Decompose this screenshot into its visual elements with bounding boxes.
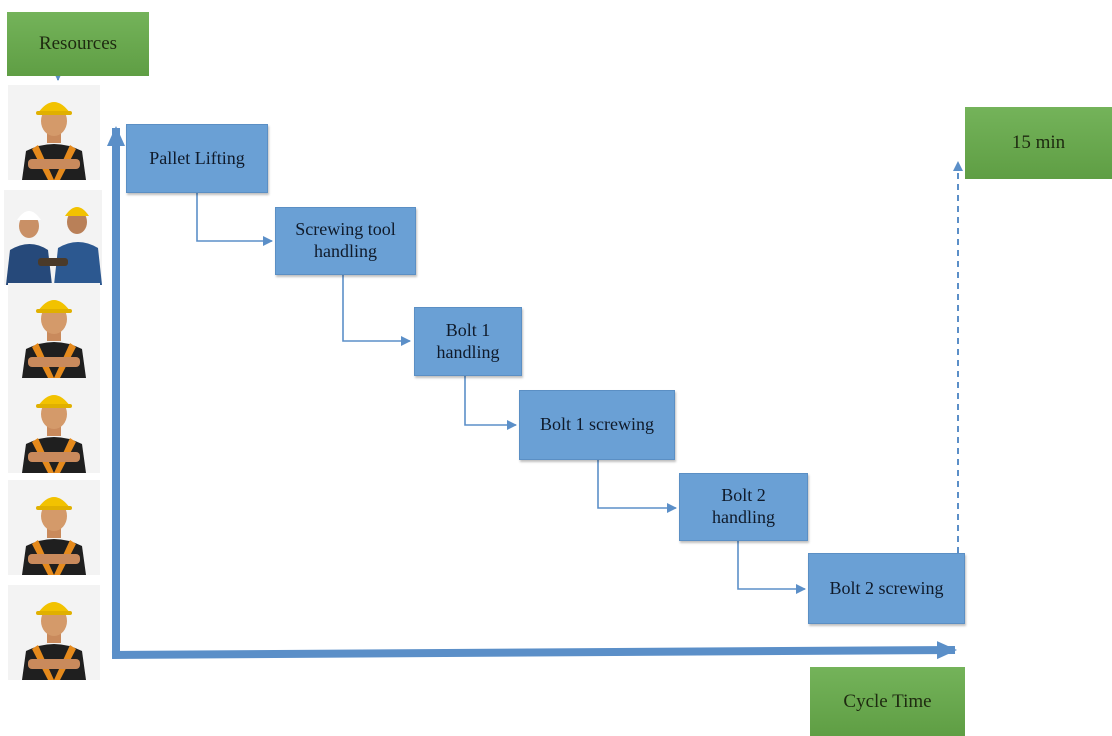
time-label: 15 min: [965, 107, 1112, 179]
step-bolt-1-screwing: Bolt 1 screwing: [519, 390, 675, 460]
step-label-line-1: Screwing tool: [295, 219, 396, 240]
worker-icon: [8, 480, 100, 575]
x-axis-label: Cycle Time: [810, 667, 965, 736]
step-label-line-2: handling: [712, 507, 775, 527]
step-bolt-2-screwing: Bolt 2 screwing: [808, 553, 965, 624]
step-label-line-2: handling: [436, 341, 500, 362]
worker-icon: [8, 85, 100, 180]
connector-4: [597, 460, 677, 513]
step-label-line-1: Bolt 1: [445, 319, 491, 340]
step-label: Bolt 2 screwing: [829, 577, 944, 598]
resources-label: Resources: [7, 12, 149, 76]
connector-5: [737, 541, 806, 594]
worker-icon: [8, 378, 100, 473]
connector-1: [196, 193, 273, 246]
connector-3: [464, 376, 517, 430]
step-bolt-1-handling: Bolt 1 handling: [414, 307, 522, 376]
x-axis: [111, 641, 957, 660]
step-label: Bolt 1 screwing: [540, 414, 654, 435]
connector-2: [342, 275, 411, 346]
step-bolt-2-handling: Bolt 2 handling: [679, 473, 808, 541]
step-label-line-1: Bolt 2: [721, 485, 766, 506]
step-label: Pallet Lifting: [149, 147, 245, 168]
step-pallet-lifting: Pallet Lifting: [126, 124, 268, 193]
worker-icon: [8, 283, 100, 378]
two-workers-icon: [4, 190, 102, 285]
worker-icon: [8, 585, 100, 680]
step-label-line-2: handling: [314, 241, 377, 261]
step-screwing-tool-handling: Screwing tool handling: [275, 207, 416, 275]
